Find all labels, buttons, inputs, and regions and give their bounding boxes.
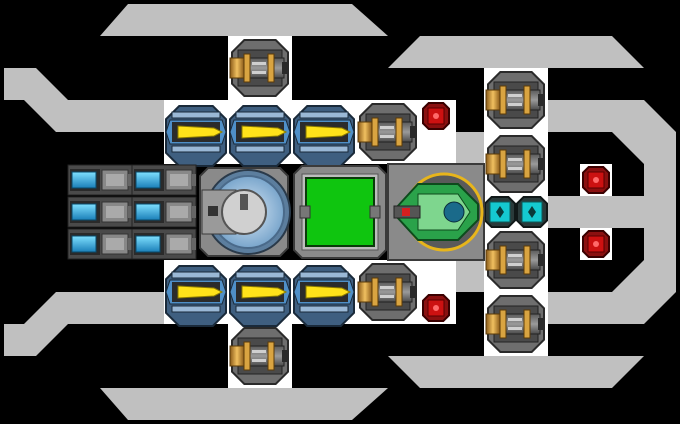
battery-icon[interactable] — [67, 164, 133, 196]
thruster-icon[interactable] — [485, 231, 545, 289]
thruster-icon[interactable] — [229, 39, 289, 97]
armor-icon[interactable] — [420, 100, 452, 132]
hull-frame — [4, 4, 676, 420]
battery-icon[interactable] — [67, 228, 133, 260]
laser-icon[interactable] — [293, 265, 355, 327]
reactor-icon[interactable] — [293, 165, 387, 259]
shield-emitter-icon[interactable] — [484, 196, 516, 228]
thruster-icon[interactable] — [357, 263, 417, 321]
modules-layer — [67, 39, 612, 385]
laser-icon[interactable] — [229, 105, 291, 167]
laser-icon[interactable] — [165, 265, 227, 327]
shield-core-icon[interactable] — [199, 167, 291, 257]
thruster-icon[interactable] — [485, 135, 545, 193]
thruster-icon[interactable] — [357, 103, 417, 161]
laser-icon[interactable] — [165, 105, 227, 167]
battery-icon[interactable] — [131, 164, 197, 196]
laser-icon[interactable] — [293, 105, 355, 167]
armor-icon[interactable] — [580, 228, 612, 260]
battery-icon[interactable] — [67, 196, 133, 228]
armor-icon[interactable] — [420, 292, 452, 324]
armor-icon[interactable] — [580, 164, 612, 196]
thruster-icon[interactable] — [485, 295, 545, 353]
cockpit-icon[interactable] — [387, 163, 485, 261]
thruster-icon[interactable] — [485, 71, 545, 129]
battery-icon[interactable] — [131, 228, 197, 260]
battery-icon[interactable] — [131, 196, 197, 228]
shield-emitter-icon[interactable] — [516, 196, 548, 228]
laser-icon[interactable] — [229, 265, 291, 327]
thruster-icon[interactable] — [229, 327, 289, 385]
